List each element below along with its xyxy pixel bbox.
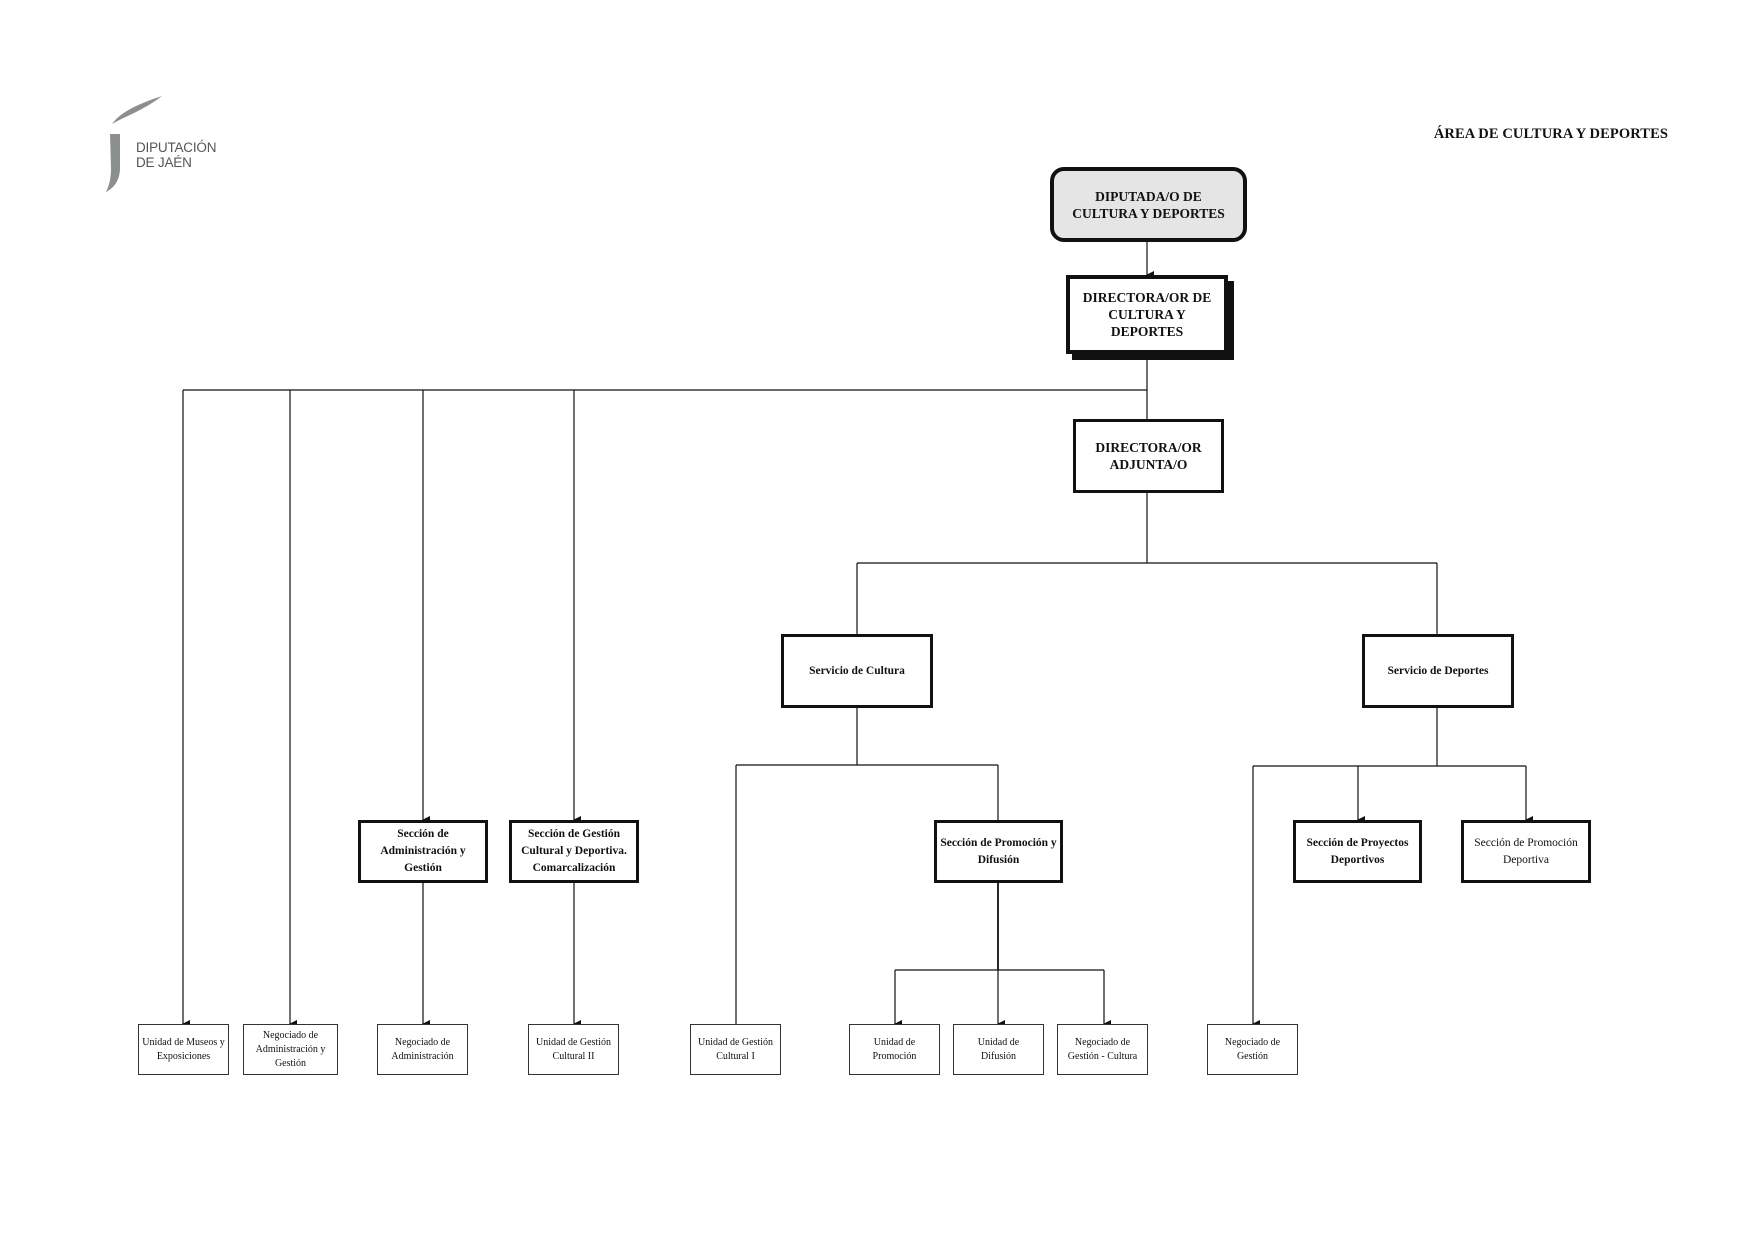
node-unidad-promocion: Unidad de Promoción bbox=[849, 1024, 940, 1075]
node-servicio-cultura: Servicio de Cultura bbox=[781, 634, 933, 708]
node-unidad-gestion-cultural-2: Unidad de Gestión Cultural II bbox=[528, 1024, 619, 1075]
node-unidad-difusion: Unidad de Difusión bbox=[953, 1024, 1044, 1075]
node-negociado-gestion: Negociado de Gestión bbox=[1207, 1024, 1298, 1075]
node-seccion-proyectos-deportivos: Sección de Proyectos Deportivos bbox=[1293, 820, 1422, 883]
node-negociado-administracion: Negociado de Administración bbox=[377, 1024, 468, 1075]
diputacion-logo: DIPUTACIÓN DE JAÉN bbox=[104, 96, 244, 196]
node-seccion-promocion-deportiva: Sección de Promoción Deportiva bbox=[1461, 820, 1591, 883]
node-seccion-promocion-difusion: Sección de Promoción y Difusión bbox=[934, 820, 1063, 883]
node-directora-adjunta: DIRECTORA/OR ADJUNTA/O bbox=[1073, 419, 1224, 493]
node-servicio-deportes: Servicio de Deportes bbox=[1362, 634, 1514, 708]
logo-line-2: DE JAÉN bbox=[136, 155, 192, 170]
node-unidad-gestion-cultural-1: Unidad de Gestión Cultural I bbox=[690, 1024, 781, 1075]
node-directora: DIRECTORA/OR DE CULTURA Y DEPORTES bbox=[1066, 275, 1228, 354]
logo-line-1: DIPUTACIÓN bbox=[136, 140, 217, 155]
node-diputada: DIPUTADA/O DE CULTURA Y DEPORTES bbox=[1050, 167, 1247, 242]
node-negociado-gestion-cultura: Negociado de Gestión - Cultura bbox=[1057, 1024, 1148, 1075]
node-seccion-gestion-cultural: Sección de Gestión Cultural y Deportiva.… bbox=[509, 820, 639, 883]
node-seccion-administracion: Sección de Administración y Gestión bbox=[358, 820, 488, 883]
node-unidad-museos: Unidad de Museos y Exposiciones bbox=[138, 1024, 229, 1075]
node-negociado-admin-gestion: Negociado de Administración y Gestión bbox=[243, 1024, 338, 1075]
area-title: ÁREA DE CULTURA Y DEPORTES bbox=[1433, 126, 1668, 142]
jaen-leaf-logo-icon bbox=[106, 96, 162, 192]
